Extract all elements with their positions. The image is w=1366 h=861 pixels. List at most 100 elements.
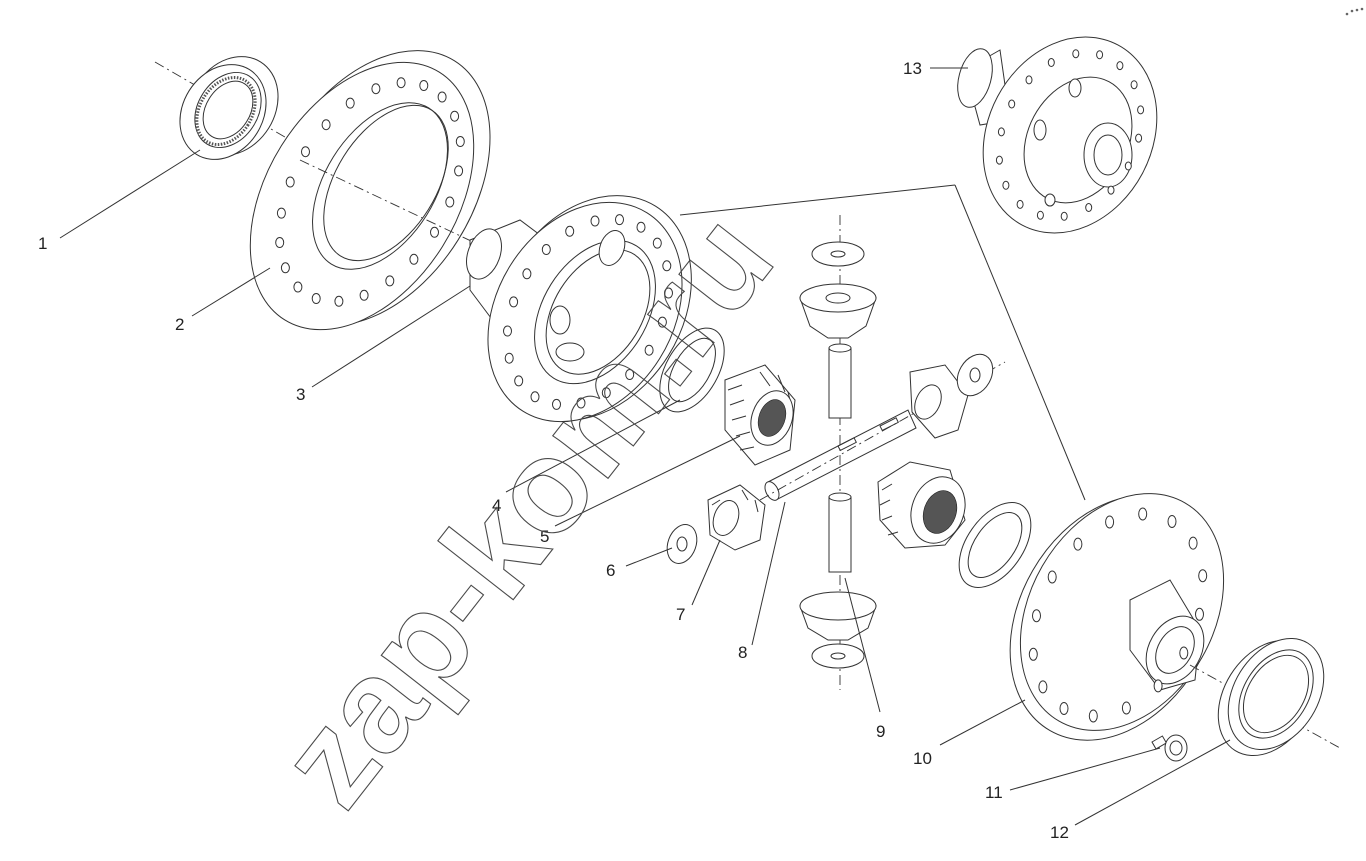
bolt-hole xyxy=(359,289,369,301)
bolt-hole xyxy=(345,97,355,109)
bolt-hole xyxy=(652,237,662,249)
bolt-hole xyxy=(1085,203,1093,212)
bolt-hole xyxy=(1072,49,1080,59)
bolt-hole xyxy=(522,268,532,280)
bolt-hole xyxy=(1153,679,1163,693)
bolt-hole xyxy=(657,316,667,328)
callout-6: 6 xyxy=(606,561,615,580)
leader-lines xyxy=(59,67,1231,826)
bolt-hole xyxy=(1107,185,1115,195)
callout-7: 7 xyxy=(676,605,685,624)
side-gear-left xyxy=(724,364,796,466)
bolt-hole xyxy=(1188,536,1198,550)
bolt-hole xyxy=(1096,50,1104,60)
bolt-hole xyxy=(636,221,646,233)
bolt-hole xyxy=(1121,701,1131,715)
bolt-hole xyxy=(321,119,331,131)
bolt-hole xyxy=(615,214,624,226)
bolt-hole xyxy=(514,375,524,387)
bolt-hole xyxy=(276,207,286,219)
bolt-hole xyxy=(280,262,290,274)
bolt-hole xyxy=(1008,99,1016,109)
pinion-gear xyxy=(707,484,766,551)
bolt-hole xyxy=(334,295,344,307)
cross-shaft-short xyxy=(799,215,994,690)
thrust-washer-right xyxy=(958,502,1032,588)
bolt-hole xyxy=(625,369,635,380)
callout-10: 10 xyxy=(913,749,932,768)
bolt-hole xyxy=(576,397,586,409)
bolt-hole xyxy=(1028,647,1038,661)
bolt-hole xyxy=(1198,569,1208,583)
bolt-hole xyxy=(1179,646,1189,660)
bolt-hole xyxy=(995,155,1003,165)
callout-2: 2 xyxy=(175,315,184,334)
bolt-hole xyxy=(450,110,460,122)
bolt-hole xyxy=(301,146,310,158)
differential-case-right xyxy=(1009,493,1225,741)
bolt-hole xyxy=(445,196,455,208)
callout-8: 8 xyxy=(738,643,747,662)
bolt-hole xyxy=(664,287,673,299)
bolt-hole xyxy=(1036,210,1044,220)
bolt-hole xyxy=(293,281,303,293)
bolt-hole xyxy=(565,225,575,237)
callout-3: 3 xyxy=(296,385,305,404)
callout-labels: 1 2 3 4 5 6 7 8 9 10 11 12 13 xyxy=(38,59,1069,842)
bolt-hole xyxy=(662,260,672,272)
bolt-hole xyxy=(1038,680,1048,694)
bolt-hole xyxy=(454,165,464,177)
bolt-hole xyxy=(1124,161,1132,171)
bearing-right xyxy=(1189,637,1341,757)
bolt-hole xyxy=(1130,80,1138,90)
bolt-hole xyxy=(541,244,551,255)
bolt-hole xyxy=(1060,211,1068,221)
callout-5: 5 xyxy=(540,527,549,546)
bolt-hole xyxy=(997,127,1005,137)
bolt-hole xyxy=(1116,61,1124,71)
differential-case-left xyxy=(466,195,692,423)
bolt-hole xyxy=(311,293,321,304)
bolt-hole xyxy=(1195,607,1204,621)
bolt-hole xyxy=(1032,609,1041,623)
bolt-hole xyxy=(1073,537,1083,551)
bolt-hole xyxy=(437,91,447,103)
bolt-hole xyxy=(455,136,465,147)
bolt-hole xyxy=(419,80,429,91)
bolt-hole xyxy=(1135,133,1143,143)
bolt-hole xyxy=(601,387,611,399)
bolt-hole xyxy=(409,253,419,265)
bolt-hole xyxy=(285,176,295,188)
bolt-hole xyxy=(1138,507,1148,521)
bolt-hole xyxy=(396,77,406,89)
callout-9: 9 xyxy=(876,722,885,741)
bolt-hole xyxy=(1016,199,1024,209)
callout-11: 11 xyxy=(985,783,1003,802)
bolt-hole xyxy=(552,398,561,410)
bolt-hole xyxy=(503,325,512,337)
corner-mark xyxy=(1345,7,1364,16)
bolt-hole xyxy=(1002,180,1010,190)
bolt-hole xyxy=(371,83,381,95)
ring-gear xyxy=(249,50,491,331)
bolt-hole xyxy=(1025,75,1033,85)
thrust-washer-left xyxy=(659,327,725,413)
bolt-hole xyxy=(1059,702,1069,715)
side-gear-right xyxy=(877,461,966,549)
callout-12: 12 xyxy=(1050,823,1069,842)
callout-1: 1 xyxy=(38,234,47,253)
bolt-hole xyxy=(590,215,600,227)
assembly-outline-lines xyxy=(679,184,1086,501)
bolt-hole xyxy=(385,275,395,287)
bearing-left xyxy=(154,56,291,160)
bolt-hole xyxy=(275,237,285,248)
callout-4: 4 xyxy=(492,496,501,515)
differential-assembly xyxy=(957,36,1158,234)
bolt-hole xyxy=(1088,709,1098,723)
bolt xyxy=(1151,734,1188,762)
callout-13: 13 xyxy=(903,59,922,78)
bolt-hole xyxy=(1047,58,1055,67)
pinion-washer xyxy=(666,524,698,564)
bolt-hole xyxy=(1137,105,1145,115)
